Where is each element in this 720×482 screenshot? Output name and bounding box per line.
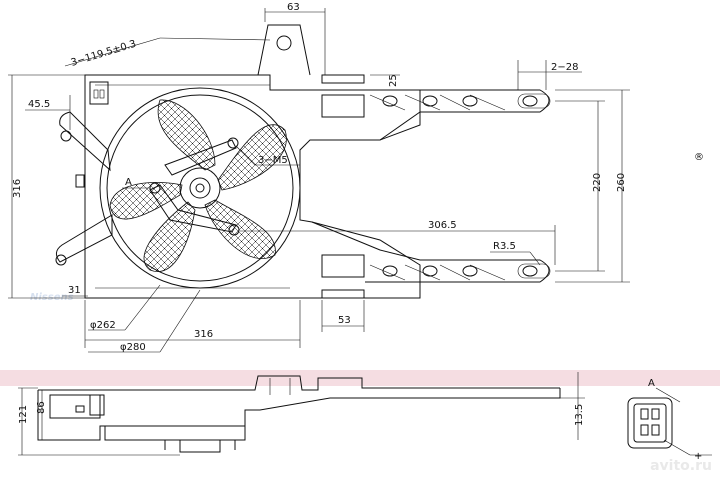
fan-blade xyxy=(217,124,287,191)
brand-watermark-text: Nissens xyxy=(30,292,74,303)
dim-45-5: 45.5 xyxy=(28,99,50,110)
connector-label-a: A xyxy=(648,378,655,389)
dim-121: 121 xyxy=(18,405,29,424)
fan-ring-outer xyxy=(99,87,301,289)
dim-25: 25 xyxy=(388,74,399,87)
dim-316-height: 316 xyxy=(12,179,23,198)
brand-watermark: Nissens ® xyxy=(0,152,720,386)
dim-r3-5: R3.5 xyxy=(493,241,516,252)
dim-86: 86 xyxy=(36,401,47,414)
dim-316-width: 316 xyxy=(194,329,213,340)
fan-blade xyxy=(204,199,276,259)
dim-13-5: 13.5 xyxy=(574,404,585,426)
dim-63: 63 xyxy=(287,2,300,13)
connector-detail: A + xyxy=(627,378,712,462)
dim-260: 260 xyxy=(616,173,627,192)
fan-ring-inner xyxy=(106,94,294,282)
lower-bracket xyxy=(311,221,550,283)
top-mount-tab xyxy=(257,24,311,76)
fan-blade xyxy=(109,181,183,220)
top-mount-hole xyxy=(276,35,292,51)
left-lower-arm xyxy=(56,214,113,263)
registered-mark: ® xyxy=(694,152,704,163)
connector-label-plus: + xyxy=(694,451,702,462)
view-label-a: A xyxy=(125,177,132,188)
dim-3-m5: 3−M5 xyxy=(258,155,288,166)
upper-bracket xyxy=(365,89,550,141)
dim-119-5: 3−119.5±0.3 xyxy=(70,39,138,69)
fan-blade xyxy=(143,201,196,272)
side-top-edge xyxy=(38,375,560,391)
dim-53: 53 xyxy=(338,315,351,326)
motor-connector xyxy=(89,81,109,105)
dim-2-28: 2−28 xyxy=(551,62,578,73)
fan-blade xyxy=(157,99,216,171)
dim-31: 31 xyxy=(68,285,81,296)
dim-phi-262: φ262 xyxy=(90,320,116,331)
left-upper-arm xyxy=(59,111,111,172)
dim-220: 220 xyxy=(592,173,603,192)
fan-hub xyxy=(179,167,221,209)
fan-side-view: 121 86 13.5 xyxy=(18,372,585,456)
dim-phi-280: φ280 xyxy=(120,342,146,353)
connector-body xyxy=(627,397,673,449)
dim-306-5: 306.5 xyxy=(428,220,457,231)
site-watermark: avito.ru xyxy=(650,458,712,474)
fan-front-view xyxy=(55,24,551,299)
dimension-lines: 63 3−119.5±0.3 25 2−28 45.5 316 A 3−M5 xyxy=(8,2,630,353)
